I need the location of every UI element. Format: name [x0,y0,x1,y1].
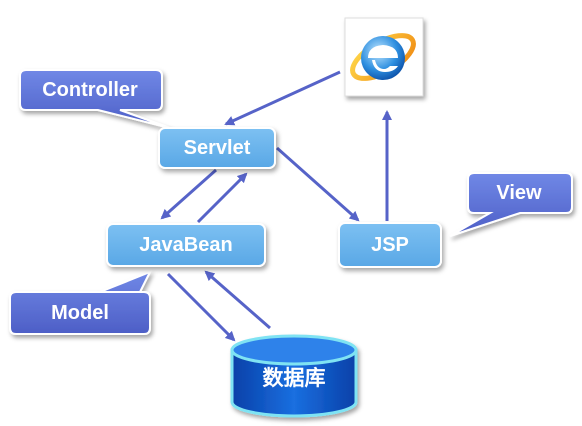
jsp-node: JSP [338,222,442,268]
javabean-node: JavaBean [106,223,266,267]
arrow-javabean-to-database [166,272,236,342]
model-callout-label: Model [51,302,109,324]
database-cylinder [230,334,358,418]
arrow-servlet-to-jsp [276,146,360,222]
controller-callout-label: Controller [42,79,138,101]
internet-explorer-icon [344,17,424,97]
arrow-browser-to-servlet [224,70,341,126]
servlet-node: Servlet [158,127,276,169]
arrow-database-to-javabean [204,270,271,330]
view-callout-bubble [449,172,573,237]
controller-callout-bubble [19,69,171,129]
view-callout-label: View [496,182,542,204]
arrow-javabean-to-servlet [196,172,248,224]
arrow-servlet-to-javabean [160,168,217,220]
database-label: 数据库 [262,366,326,390]
model-callout-bubble [9,270,153,335]
